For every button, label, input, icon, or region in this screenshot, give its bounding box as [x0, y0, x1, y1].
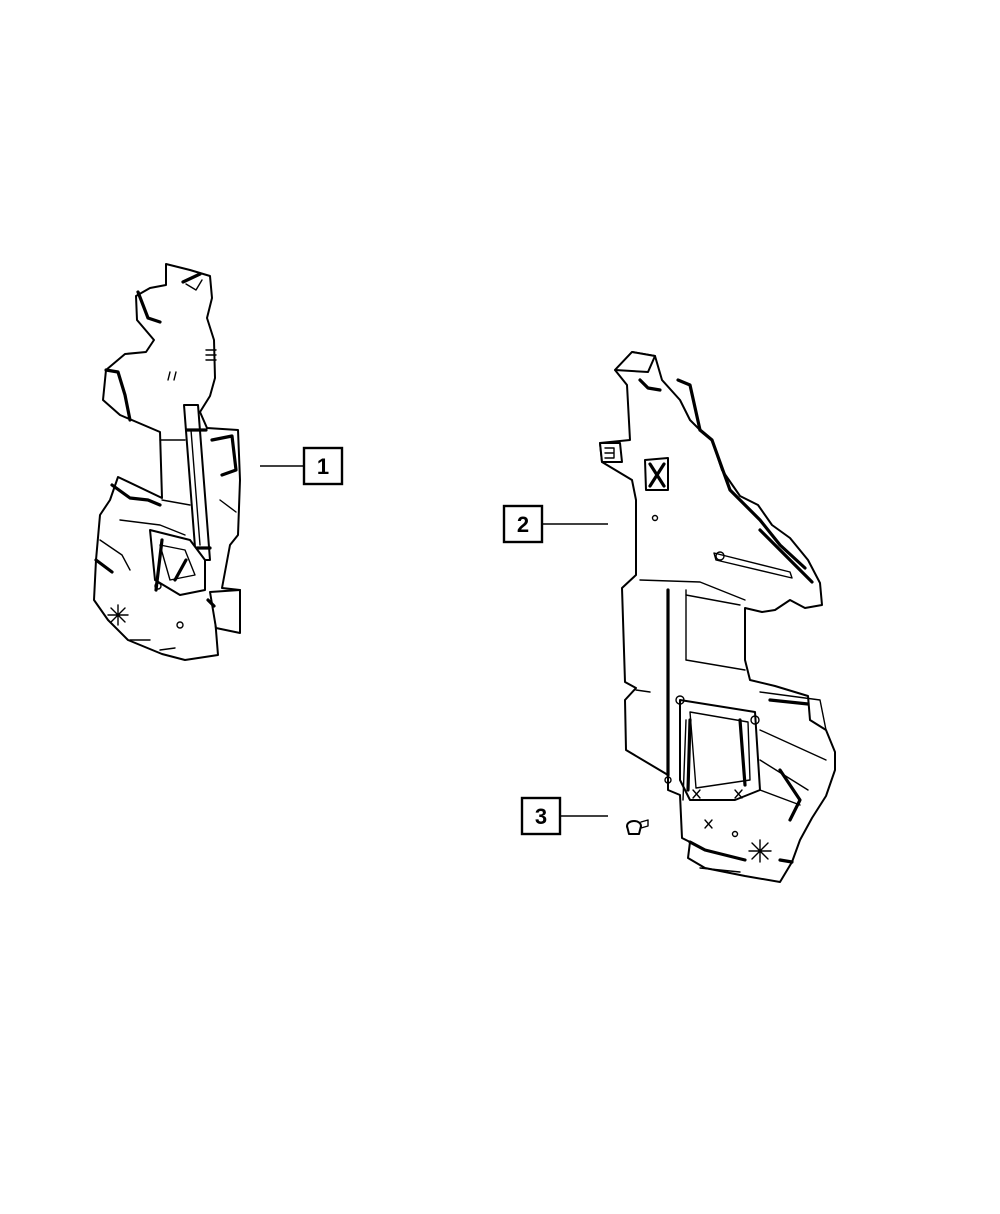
- callout-3-box: [520, 796, 562, 836]
- callout-3-number: 3: [535, 804, 547, 829]
- callout-2-box: [502, 504, 544, 544]
- callout-2-number: 2: [517, 512, 529, 537]
- callout-1-number: 1: [317, 454, 329, 479]
- callout-2: 2: [502, 504, 608, 544]
- part-1-air-deflector: [93, 263, 241, 661]
- callout-3: 3: [520, 796, 608, 836]
- part-3-push-pin: [626, 819, 649, 835]
- part-2-air-deflector: [599, 351, 836, 883]
- callout-1: 1: [260, 446, 344, 486]
- callout-1-box: [302, 446, 344, 486]
